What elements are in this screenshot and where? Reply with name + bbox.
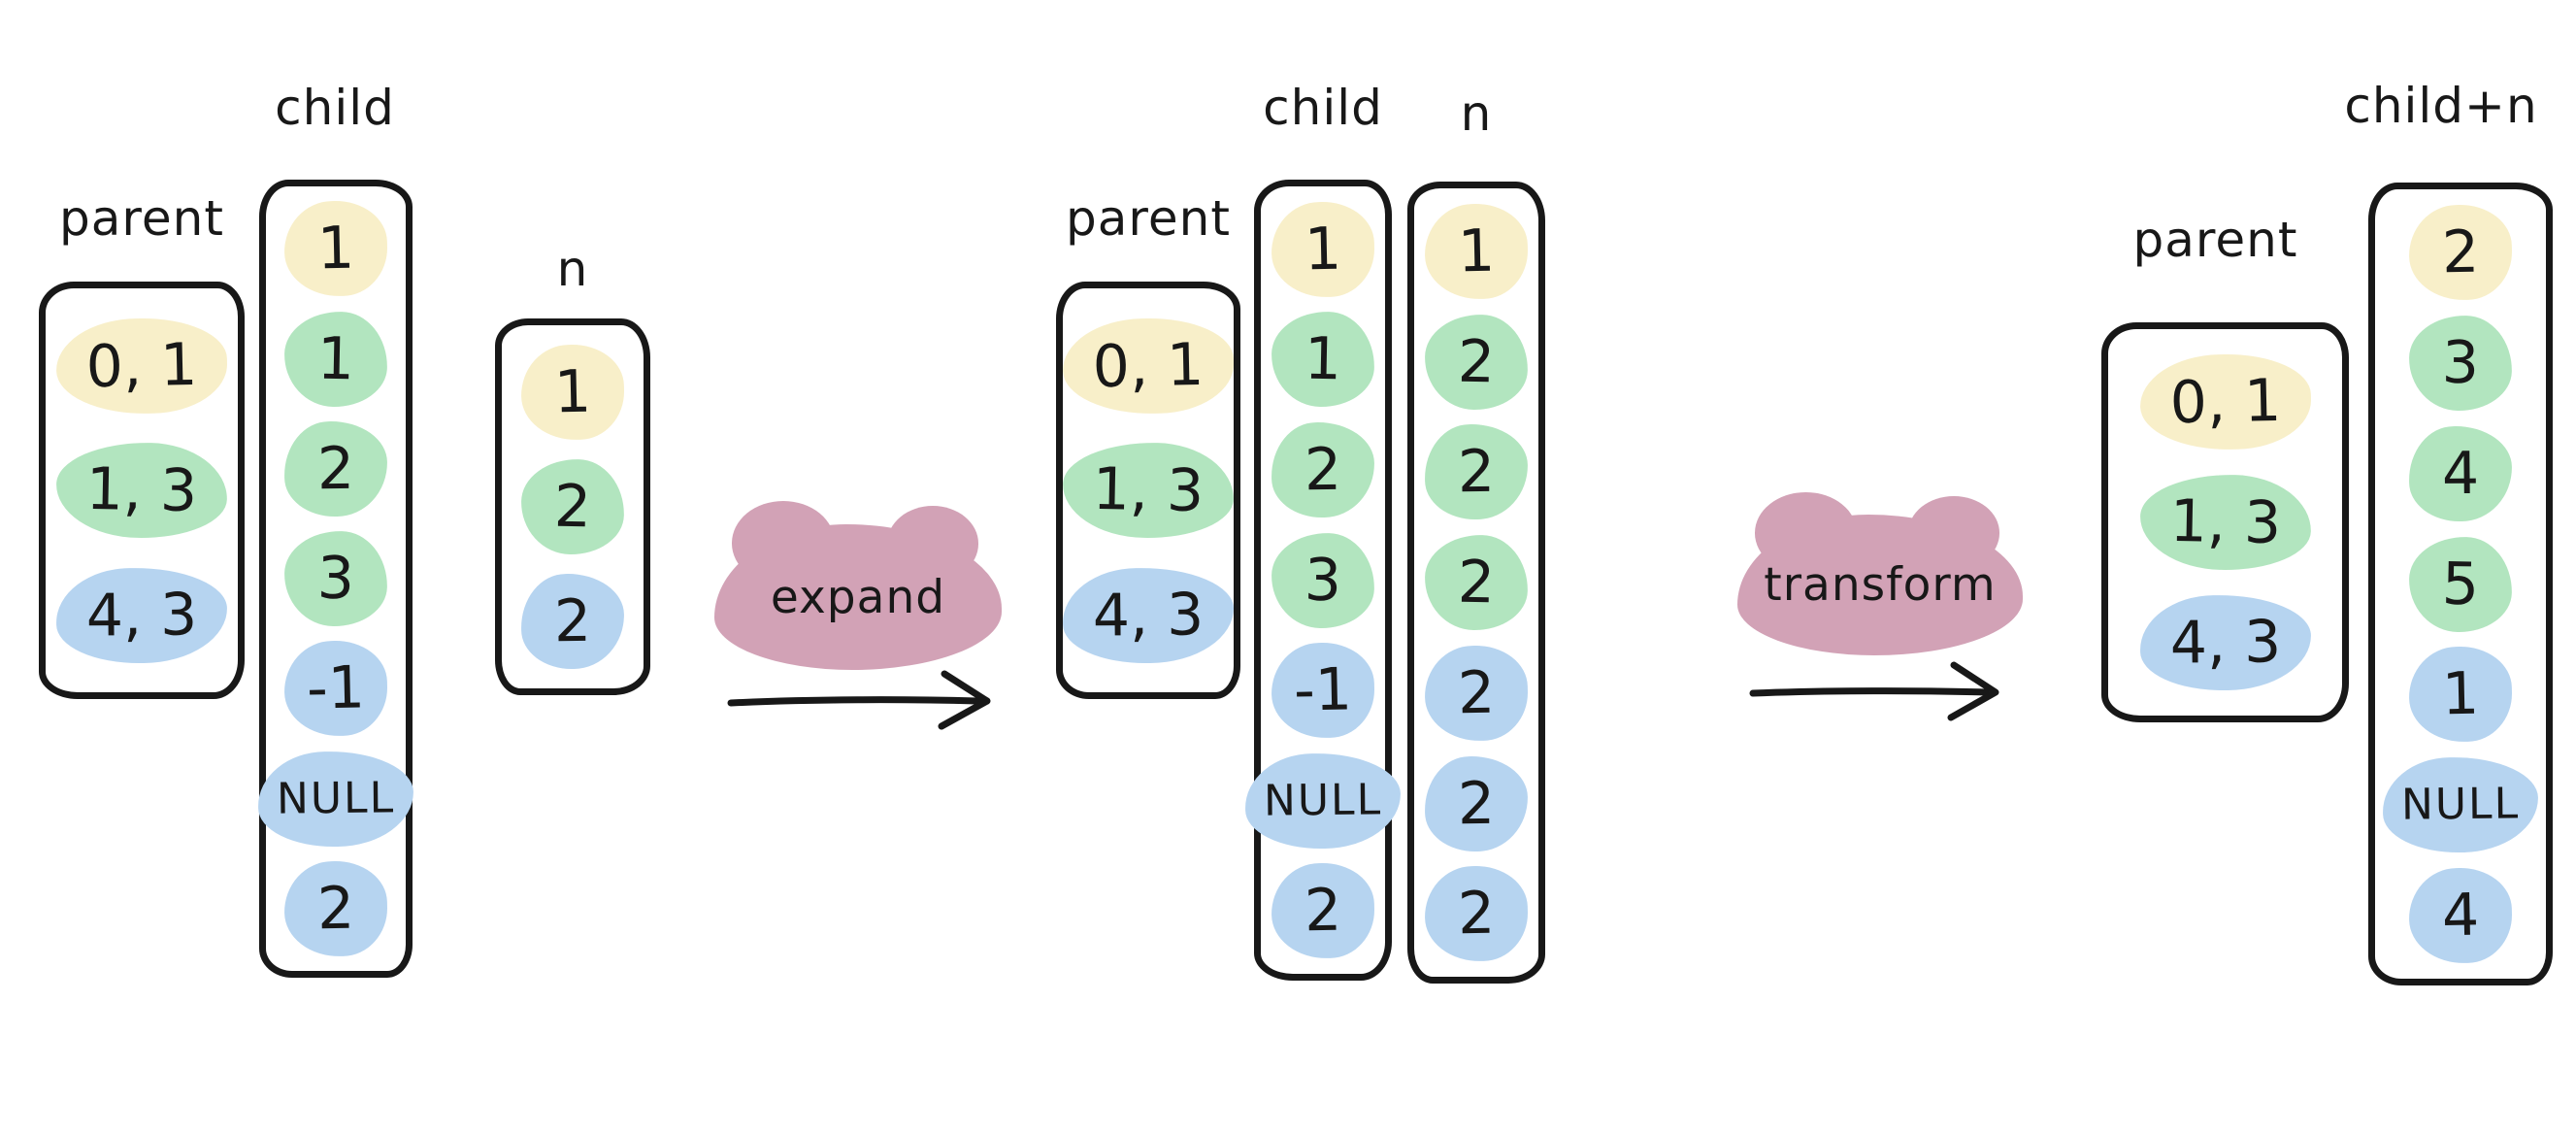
child-cell: 1 bbox=[283, 310, 388, 408]
parent-cell: 4, 3 bbox=[2138, 594, 2312, 691]
column-label-child: child bbox=[1263, 80, 1383, 136]
n-cell: 2 bbox=[1424, 313, 1529, 411]
column-label-n: n bbox=[1460, 85, 1493, 142]
child-plus-n-cell: 1 bbox=[2407, 646, 2514, 744]
expand-label: expand bbox=[770, 570, 946, 624]
child-plus-n-cell: 3 bbox=[2408, 314, 2513, 412]
child-cell: 1 bbox=[1270, 200, 1376, 298]
child-column: 1 1 2 3 -1 NULL 2 bbox=[257, 180, 414, 978]
n-cell: 2 bbox=[1424, 754, 1529, 852]
n-cell: 2 bbox=[520, 573, 625, 670]
transform-arrow-icon bbox=[1749, 661, 1999, 721]
n-column: 1 2 2 2 2 2 2 bbox=[1407, 182, 1545, 984]
child-cell: 1 bbox=[1271, 311, 1375, 409]
child-cell: NULL bbox=[1244, 751, 1402, 850]
child-cell: 2 bbox=[282, 859, 389, 957]
parent-cell: 1, 3 bbox=[1062, 441, 1235, 540]
child-column: 1 1 2 3 -1 NULL 2 bbox=[1244, 180, 1402, 981]
column-label-parent: parent bbox=[2132, 212, 2298, 268]
n-cell: 1 bbox=[1423, 202, 1530, 300]
child-plus-n-cell: 2 bbox=[2407, 203, 2514, 301]
parent-cell: 0, 1 bbox=[1061, 316, 1236, 416]
column-label-parent: parent bbox=[59, 190, 224, 247]
n-cell: 2 bbox=[1423, 644, 1530, 742]
child-cell: NULL bbox=[257, 750, 414, 848]
child-cell: -1 bbox=[1270, 642, 1376, 740]
n-cell: 2 bbox=[1423, 865, 1530, 963]
child-plus-n-cell: 4 bbox=[2407, 867, 2514, 965]
expand-arrow-icon bbox=[727, 670, 991, 730]
column-label-child-plus-n: child+n bbox=[2344, 78, 2538, 134]
parent-column: 0, 1 1, 3 4, 3 bbox=[39, 282, 245, 699]
n-cell: 1 bbox=[519, 343, 626, 442]
parent-cell: 0, 1 bbox=[2138, 352, 2312, 451]
child-plus-n-cell: NULL bbox=[2382, 756, 2539, 854]
transform-label: transform bbox=[1764, 558, 1997, 612]
child-cell: 1 bbox=[282, 200, 389, 298]
child-plus-n-cell: 4 bbox=[2408, 425, 2513, 522]
column-label-child: child bbox=[275, 80, 395, 136]
n-cell: 2 bbox=[520, 457, 625, 556]
n-column: 1 2 2 bbox=[495, 318, 650, 695]
parent-cell: 4, 3 bbox=[1062, 566, 1235, 664]
child-plus-n-cell: 5 bbox=[2408, 535, 2513, 633]
parent-column: 0, 1 1, 3 4, 3 bbox=[2101, 322, 2349, 722]
child-cell: -1 bbox=[282, 640, 389, 738]
child-cell: 2 bbox=[283, 420, 388, 517]
child-cell: 3 bbox=[1271, 531, 1375, 629]
parent-cell: 1, 3 bbox=[2138, 473, 2312, 572]
transform-badge: transform bbox=[1737, 491, 2023, 655]
child-cell: 2 bbox=[1270, 862, 1376, 960]
n-cell: 2 bbox=[1424, 533, 1529, 632]
parent-column: 0, 1 1, 3 4, 3 bbox=[1056, 282, 1240, 699]
column-label-n: n bbox=[556, 241, 589, 297]
parent-cell: 4, 3 bbox=[55, 566, 228, 664]
parent-cell: 1, 3 bbox=[55, 441, 228, 540]
n-cell: 2 bbox=[1424, 423, 1529, 520]
expand-badge: expand bbox=[714, 501, 1002, 670]
child-cell: 3 bbox=[283, 529, 388, 628]
child-cell: 2 bbox=[1271, 421, 1375, 518]
parent-cell: 0, 1 bbox=[54, 316, 229, 416]
column-label-parent: parent bbox=[1066, 190, 1231, 247]
child-plus-n-column: 2 3 4 5 1 NULL 4 bbox=[2368, 183, 2553, 985]
